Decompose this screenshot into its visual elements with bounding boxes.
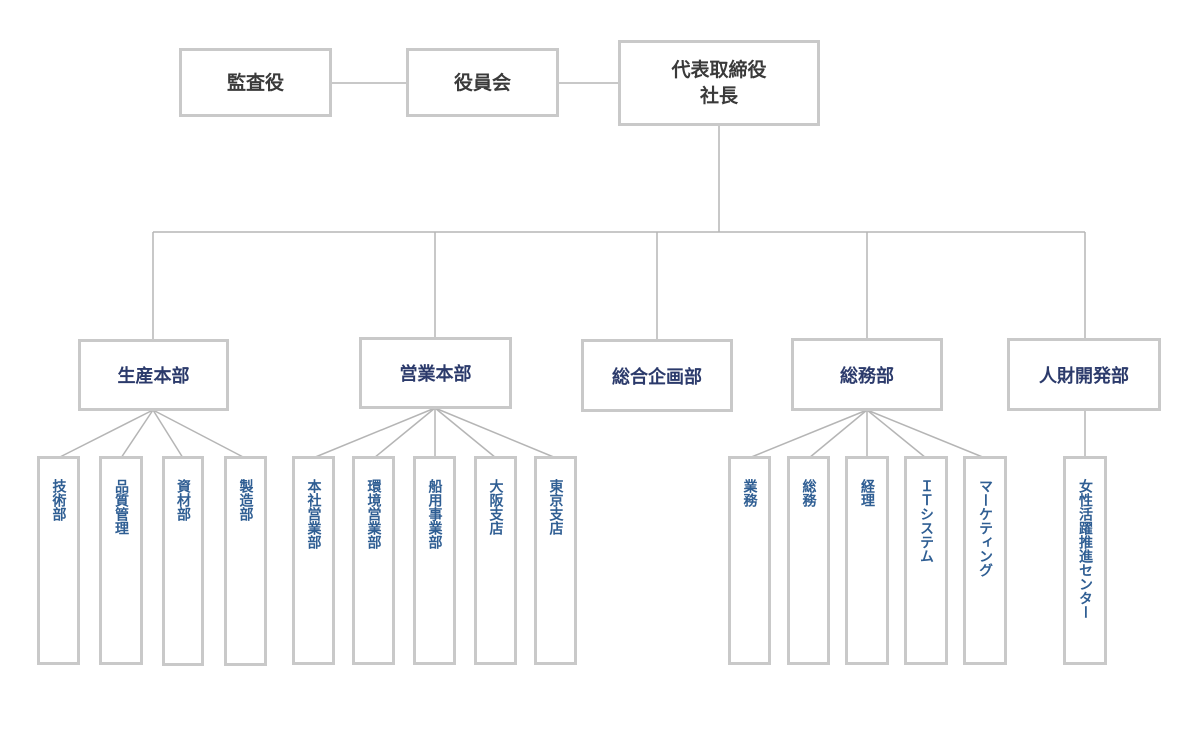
sub-unit-label: 資材部	[175, 479, 191, 521]
board-label: 役員会	[453, 71, 511, 94]
sub-unit-box: 技術部	[37, 456, 80, 665]
sub-unit-label: 環境営業部	[365, 479, 382, 549]
sub-unit-label: 女性活躍推進センター	[1077, 479, 1093, 619]
auditor-label: 監査役	[226, 71, 284, 94]
sub-unit-label: 船用事業部	[426, 479, 443, 549]
dept-production-box: 生産本部	[78, 339, 229, 411]
dept-general-affairs-box: 総務部	[791, 338, 943, 411]
sub-unit-label: マーケティング	[977, 479, 993, 577]
ceo-title-label: 代表取締役	[671, 59, 767, 81]
sub-unit-label: 技術部	[50, 479, 67, 521]
sub-unit-box: 資材部	[162, 456, 204, 666]
dept-sales-label: 営業本部	[399, 364, 472, 385]
sub-unit-label: 品質管理	[113, 479, 129, 535]
auditor-box: 監査役	[179, 48, 332, 117]
sub-unit-box: 東京支店	[534, 456, 577, 665]
sub-unit-box: 大阪支店	[474, 456, 517, 665]
sub-unit-label: 経理	[859, 479, 875, 507]
dept-production-label: 生産本部	[117, 366, 190, 387]
dept-planning-label: 総合企画部	[612, 366, 702, 388]
ceo-box: 代表取締役 社長	[618, 40, 820, 126]
sub-unit-box: 経理	[845, 456, 889, 665]
sub-unit-box: 品質管理	[99, 456, 143, 665]
sub-unit-box: 船用事業部	[413, 456, 456, 665]
sub-unit-label: 製造部	[237, 479, 254, 521]
dept-sales-box: 営業本部	[359, 337, 512, 409]
ceo-role-label: 社長	[699, 85, 738, 107]
sub-unit-box: 業務	[728, 456, 771, 665]
dept-hr-box: 人財開発部	[1007, 338, 1161, 411]
sub-unit-label: ＩＴシステム	[918, 479, 934, 563]
board-box: 役員会	[406, 48, 559, 117]
sub-unit-box: マーケティング	[963, 456, 1007, 665]
dept-hr-label: 人財開発部	[1039, 365, 1129, 387]
sub-unit-label: 大阪支店	[487, 479, 504, 535]
sub-unit-label: 東京支店	[547, 479, 564, 535]
dept-general-affairs-label: 総務部	[840, 365, 894, 387]
sub-unit-box: 製造部	[224, 456, 267, 666]
sub-unit-label: 業務	[741, 479, 758, 507]
sub-unit-box: 本社営業部	[292, 456, 335, 665]
sub-unit-label: 本社営業部	[305, 479, 322, 549]
sub-unit-box: ＩＴシステム	[904, 456, 948, 665]
sub-unit-box: 女性活躍推進センター	[1063, 456, 1107, 665]
sub-unit-box: 環境営業部	[352, 456, 395, 665]
dept-planning-box: 総合企画部	[581, 339, 733, 412]
sub-unit-label: 総務	[800, 479, 817, 507]
sub-unit-box: 総務	[787, 456, 830, 665]
